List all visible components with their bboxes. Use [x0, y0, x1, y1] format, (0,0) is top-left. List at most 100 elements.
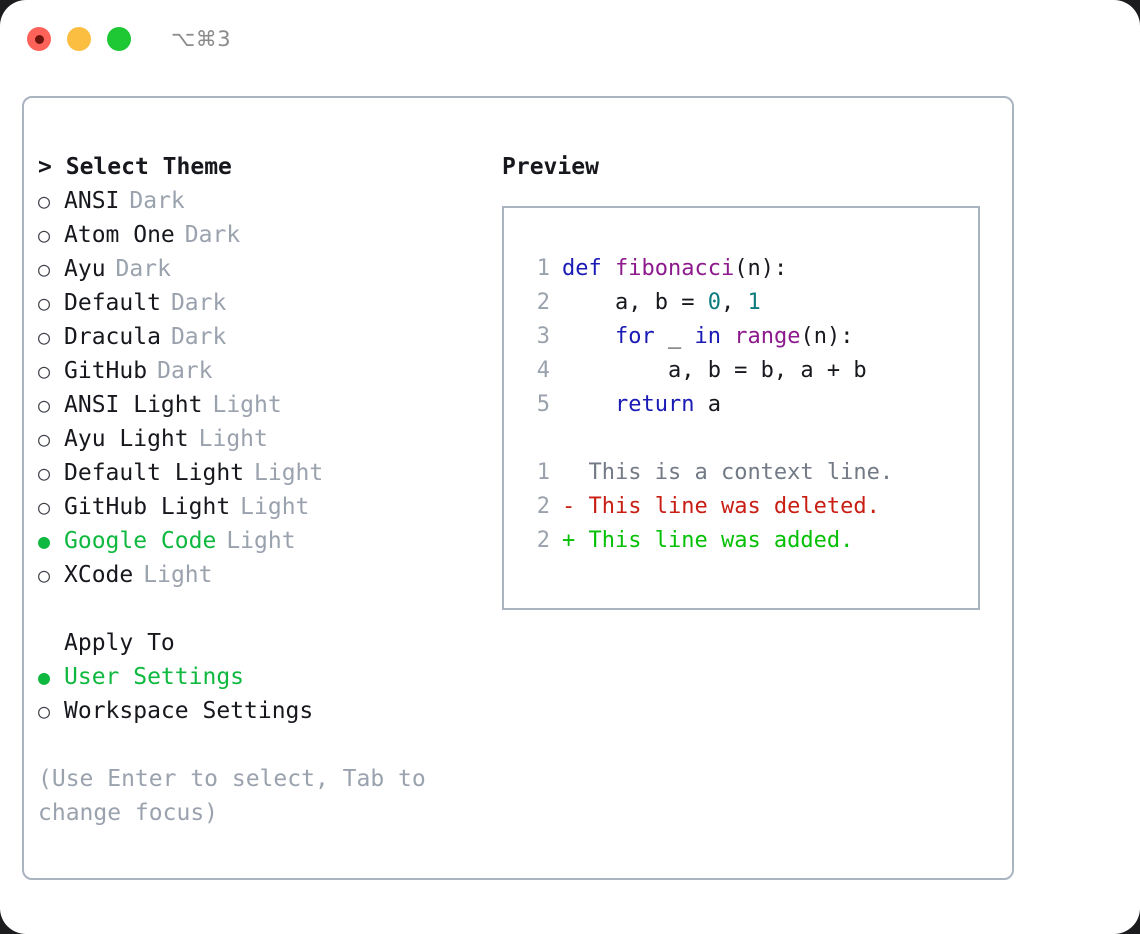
code-line-number: 5	[536, 392, 550, 417]
theme-option-label: Ayu Light	[64, 426, 189, 452]
code-token-txt: a	[694, 392, 721, 417]
title-bar: ⌥⌘3	[0, 0, 1140, 78]
theme-option-category: Light	[143, 562, 213, 588]
apply-to-option-user-settings[interactable]: ● User Settings	[38, 660, 468, 694]
theme-option-dracula[interactable]: ○ Dracula Dark	[38, 320, 468, 354]
keyboard-hint-text: (Use Enter to select, Tab to change focu…	[38, 766, 440, 826]
diff-sample: 1 This is a context line.2- This line wa…	[524, 456, 978, 558]
radio-unselected-icon: ○	[38, 325, 51, 349]
code-line-number: 2	[536, 290, 550, 315]
theme-option-label: Google Code	[64, 528, 217, 554]
theme-option-label: Atom One	[64, 222, 175, 248]
code-token-num: 0	[707, 290, 721, 315]
theme-option-label: GitHub	[64, 358, 148, 384]
theme-option-label: ANSI	[64, 188, 120, 214]
code-token-kw: return	[614, 392, 695, 417]
diff-line-number: 2	[536, 528, 550, 553]
code-diff-spacer	[524, 422, 978, 456]
theme-option-default-light[interactable]: ○ Default Light Light	[38, 456, 468, 490]
minimize-window-button[interactable]	[67, 27, 91, 51]
code-line-number: 1	[536, 256, 550, 281]
code-token-fn: range	[734, 324, 801, 349]
diff-line-number: 1	[536, 460, 550, 485]
code-token-txt	[562, 324, 615, 349]
radio-unselected-icon: ○	[38, 291, 51, 315]
diff-line-text: This line was added.	[588, 528, 854, 553]
theme-option-category: Light	[254, 460, 324, 486]
theme-option-category: Dark	[170, 324, 227, 350]
code-line: 5 return a	[524, 388, 978, 422]
theme-option-category: Light	[240, 494, 310, 520]
radio-unselected-icon: ○	[38, 257, 51, 281]
heading-caret-icon: >	[38, 154, 52, 180]
theme-option-category: Light	[212, 392, 282, 418]
diff-line-text: This is a context line.	[588, 460, 894, 485]
diff-line-context: 1 This is a context line.	[524, 456, 978, 490]
radio-unselected-icon: ○	[38, 393, 51, 417]
code-token-kw: for	[614, 324, 655, 349]
list-spacer	[38, 592, 468, 626]
code-line: 1 def fibonacci(n):	[524, 252, 978, 286]
theme-option-category: Dark	[184, 222, 241, 248]
radio-unselected-icon: ○	[38, 427, 51, 451]
theme-option-category: Light	[226, 528, 296, 554]
theme-option-label: Default Light	[64, 460, 245, 486]
theme-option-category: Dark	[129, 188, 185, 214]
preview-heading: Preview	[502, 154, 599, 180]
select-theme-heading-label: Select Theme	[65, 154, 232, 180]
code-token-txt: a, b =	[562, 290, 708, 315]
code-token-txt: _	[654, 324, 695, 349]
theme-option-category: Dark	[170, 290, 227, 316]
theme-option-category: Dark	[157, 358, 213, 384]
theme-option-xcode[interactable]: ○ XCode Light	[38, 558, 468, 592]
code-token-txt	[721, 324, 734, 349]
window-traffic-lights	[27, 27, 131, 51]
code-line: 3 for _ in range(n):	[524, 320, 978, 354]
apply-to-list[interactable]: ● User Settings ○Workspace Settings	[38, 660, 468, 728]
theme-option-label: Ayu	[64, 256, 106, 282]
theme-option-label: Dracula	[64, 324, 161, 350]
code-line: 2 a, b = 0, 1	[524, 286, 978, 320]
maximize-window-button[interactable]	[107, 27, 131, 51]
apply-to-option-workspace-settings[interactable]: ○Workspace Settings	[38, 694, 468, 728]
code-token-num: 1	[747, 290, 761, 315]
diff-line-number: 2	[536, 494, 550, 519]
diff-marker: +	[562, 528, 589, 553]
theme-option-label: ANSI Light	[64, 392, 203, 418]
theme-option-label: XCode	[64, 562, 134, 588]
code-line-number: 4	[536, 358, 550, 383]
theme-option-label: GitHub Light	[64, 494, 231, 520]
keyboard-shortcut-label: ⌥⌘3	[171, 27, 232, 51]
diff-line-add: 2 + This line was added.	[524, 524, 978, 558]
code-token-txt	[562, 392, 615, 417]
apply-to-option-label: Workspace Settings	[64, 698, 314, 724]
code-line: 4 a, b = b, a + b	[524, 354, 978, 388]
code-token-txt: (n):	[734, 256, 788, 281]
radio-unselected-icon: ○	[38, 563, 51, 587]
code-token-txt: (n):	[800, 324, 854, 349]
code-line-number: 3	[536, 324, 550, 349]
apply-to-heading: Apply To	[64, 630, 175, 656]
radio-selected-icon: ●	[38, 665, 51, 689]
theme-option-ansi-light[interactable]: ○ ANSI Light Light	[38, 388, 468, 422]
code-token-kw: in	[694, 324, 721, 349]
apply-to-option-label: User Settings	[64, 664, 245, 690]
code-token-kw: def	[562, 256, 615, 281]
code-token-fn: fibonacci	[614, 256, 735, 281]
radio-unselected-icon: ○	[38, 461, 51, 485]
close-window-button[interactable]	[27, 27, 51, 51]
